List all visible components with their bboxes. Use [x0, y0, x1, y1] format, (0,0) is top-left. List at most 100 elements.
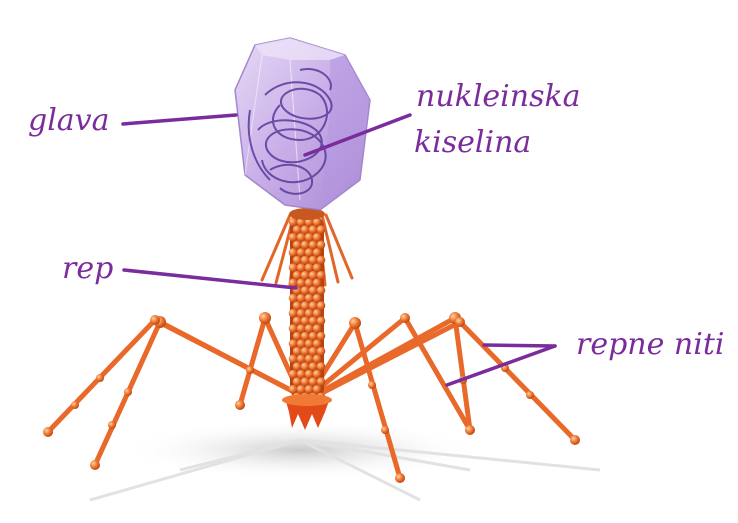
- tail-bead: [297, 385, 306, 394]
- tail-bead: [289, 339, 298, 348]
- tail-bead: [309, 225, 318, 234]
- tail-bead: [305, 385, 314, 394]
- label-nucleic-acid-line2: kiselina: [414, 128, 531, 158]
- tail-bead: [301, 362, 310, 371]
- tail-bead: [309, 301, 318, 310]
- leader-line-tail: [124, 270, 296, 288]
- tail-bead: [293, 241, 302, 250]
- tail-bead: [305, 324, 314, 333]
- tail-bead: [313, 309, 322, 318]
- tail-bead: [297, 324, 306, 333]
- tail-bead: [293, 377, 302, 386]
- tail-bead: [313, 385, 322, 394]
- tail-bead: [297, 339, 306, 348]
- tail-bead: [305, 279, 314, 288]
- tail-bead: [301, 347, 310, 356]
- tail-bead: [313, 279, 322, 288]
- tail-bead: [289, 355, 298, 364]
- tail-bead: [297, 248, 306, 257]
- tail-bead: [293, 347, 302, 356]
- tail-bead: [317, 271, 326, 280]
- label-tail: rep: [62, 254, 113, 284]
- tail-bead: [309, 317, 318, 326]
- tail-bead: [301, 256, 310, 265]
- tail-bead: [317, 332, 326, 341]
- tail-bead: [305, 263, 314, 272]
- tail-bead: [309, 286, 318, 295]
- tail-bead: [289, 324, 298, 333]
- tail-bead: [297, 355, 306, 364]
- tail-bead: [289, 385, 298, 394]
- tail-bead: [293, 225, 302, 234]
- tail-bead: [289, 263, 298, 272]
- tail-bead: [289, 233, 298, 242]
- tail-bead: [313, 339, 322, 348]
- tail-bead: [317, 225, 326, 234]
- tail-bead: [297, 233, 306, 242]
- tail-bead: [301, 225, 310, 234]
- tail-bead: [313, 370, 322, 379]
- tail-bead: [317, 317, 326, 326]
- tail-fiber: [48, 320, 300, 432]
- tail-bead: [309, 271, 318, 280]
- tail-bead: [301, 377, 310, 386]
- leader-line-head: [123, 115, 236, 124]
- tail-bead: [289, 370, 298, 379]
- ground-shadow: [120, 420, 480, 480]
- tail-bead: [305, 248, 314, 257]
- tail-bead: [313, 263, 322, 272]
- tail-bead: [305, 309, 314, 318]
- capsid-head: [235, 38, 370, 210]
- tail-fiber: [305, 318, 470, 430]
- tail-bead: [313, 294, 322, 303]
- tail-bead: [293, 362, 302, 371]
- tail-bead: [293, 301, 302, 310]
- tail-bead: [293, 317, 302, 326]
- tail-bead: [301, 241, 310, 250]
- tail-bead: [301, 286, 310, 295]
- tail-bead: [301, 317, 310, 326]
- tail-bead: [305, 355, 314, 364]
- tail-bead: [317, 301, 326, 310]
- tail-bead: [297, 370, 306, 379]
- tail-bead: [309, 347, 318, 356]
- tail-bead: [297, 263, 306, 272]
- tail-bead: [301, 332, 310, 341]
- tail-bead: [309, 332, 318, 341]
- tail-bead: [297, 309, 306, 318]
- tail-sheath: [289, 215, 326, 401]
- tail-bead: [317, 347, 326, 356]
- tail-bead: [313, 324, 322, 333]
- tail-bead: [297, 294, 306, 303]
- leader-line-fiber-1: [484, 345, 555, 346]
- tail-bead: [309, 377, 318, 386]
- tail-bead: [289, 248, 298, 257]
- tail-bead: [309, 362, 318, 371]
- tail-bead: [293, 271, 302, 280]
- tail-bead: [313, 355, 322, 364]
- tail-bead: [301, 301, 310, 310]
- label-nucleic-acid-line1: nukleinska: [416, 82, 581, 112]
- tail-bead: [305, 339, 314, 348]
- tail-bead: [317, 377, 326, 386]
- tail-bead: [293, 256, 302, 265]
- tail-bead: [289, 294, 298, 303]
- tail-bead: [313, 233, 322, 242]
- tail-bead: [317, 241, 326, 250]
- label-tail-fibers: repne niti: [576, 330, 724, 360]
- tail-bead: [289, 309, 298, 318]
- tail-bead: [293, 332, 302, 341]
- label-head: glava: [28, 106, 110, 136]
- tail-bead: [301, 271, 310, 280]
- tail-bead: [309, 241, 318, 250]
- tail-bead: [317, 362, 326, 371]
- tail-bead: [313, 248, 322, 257]
- tail-bead: [305, 370, 314, 379]
- tail-bead: [317, 286, 326, 295]
- tail-bead: [297, 279, 306, 288]
- tail-bead: [289, 218, 298, 227]
- tail-bead: [305, 233, 314, 242]
- tail-bead: [305, 294, 314, 303]
- tail-bead: [309, 256, 318, 265]
